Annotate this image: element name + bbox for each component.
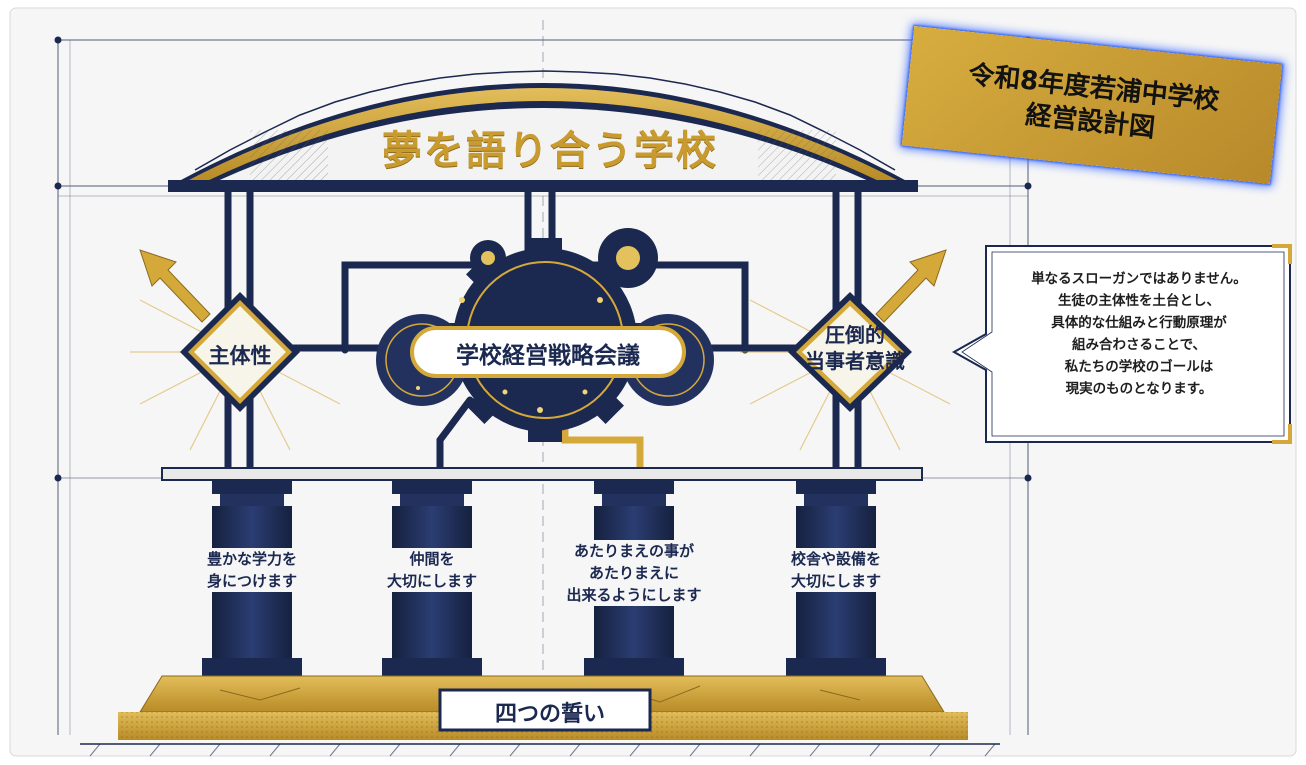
callout-line: 具体的な仕組みと行動原理が: [1051, 315, 1227, 331]
callout-text: 単なるスローガンではありません。 生徒の主体性を土台とし、 具体的な仕組みと行動…: [995, 268, 1283, 400]
left-diamond: [180, 292, 300, 412]
right-diamond: [788, 292, 912, 412]
pillar-text: あたりまえの事が あたりまえに 出来るようにします: [548, 540, 720, 606]
right-value-line-1: 圧倒的: [825, 323, 885, 347]
roof-arch: [168, 70, 918, 192]
pillar-1-line-1: 豊かな学力を: [206, 550, 297, 568]
pillar-1-line-2: 身につけます: [206, 572, 297, 590]
strategy-meeting-title: 学校経営戦略会議: [456, 343, 640, 369]
callout-line: 生徒の主体性を土台とし、: [1058, 293, 1220, 309]
pillar-2-line-1: 仲間を: [409, 550, 455, 568]
pillar-2-line-2: 大切にします: [386, 572, 477, 590]
gold-pipe: [561, 420, 644, 470]
pillar-text: 豊かな学力を 身につけます: [178, 548, 326, 592]
callout-line: 私たちの学校のゴールは: [1064, 359, 1214, 375]
pillar-3-line-1: あたりまえの事が: [573, 542, 694, 560]
base: [80, 675, 1000, 757]
pillar-4-line-1: 校舎や設備を: [790, 550, 881, 568]
pillar-text: 校舎や設備を 大切にします: [772, 548, 900, 592]
sparkles: [416, 297, 603, 413]
beam: [161, 467, 923, 481]
left-value-label: 主体性: [208, 344, 272, 368]
pillar-4-line-2: 大切にします: [790, 572, 881, 590]
callout-line: 組み合わさることで、: [1071, 337, 1207, 353]
right-value-label: 圧倒的 当事者意識: [780, 322, 930, 374]
callout-box: [951, 244, 1292, 444]
pillar-3-line-2: あたりまえに: [588, 564, 679, 582]
callout-line: 現実のものとなります。: [1065, 381, 1213, 397]
callout-line: 単なるスローガンではありません。: [1031, 271, 1247, 287]
pillar-text: 仲間を 大切にします: [372, 548, 492, 592]
gears: [376, 228, 714, 442]
roof-title: 夢を語り合う学校: [382, 128, 718, 174]
growth-arrows: [139, 249, 947, 323]
base-title: 四つの誓い: [494, 702, 605, 727]
pillar-3-line-3: 出来るようにします: [566, 586, 702, 604]
right-value-line-2: 当事者意識: [805, 349, 905, 373]
